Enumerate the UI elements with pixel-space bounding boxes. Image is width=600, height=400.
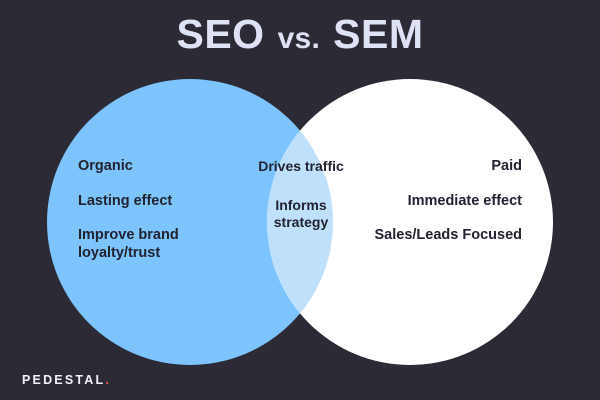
- list-item: Informs strategy: [273, 197, 329, 231]
- venn-overlap-items: Drives traffic Informs strategy: [258, 158, 344, 231]
- title-sem: SEM: [333, 11, 424, 57]
- title-vs: vs.: [277, 22, 321, 55]
- list-item: Paid: [491, 158, 522, 174]
- list-item: Lasting effect: [78, 192, 173, 209]
- logo-accent-dot: .: [105, 372, 110, 387]
- brand-logo: PEDESTAL.: [22, 372, 109, 388]
- list-item: Drives traffic: [258, 158, 344, 174]
- list-item: Immediate effect: [407, 192, 522, 209]
- venn-right-items: Paid Immediate effect Sales/Leads Focuse…: [352, 158, 522, 245]
- page-title: SEO vs. SEM: [0, 14, 600, 55]
- venn-left-items: Organic Lasting effect Improve brand loy…: [78, 158, 248, 263]
- venn-circle-left: [47, 79, 333, 365]
- logo-wordmark: PEDESTAL: [22, 373, 106, 387]
- list-item: Organic: [78, 158, 133, 174]
- title-seo: SEO: [176, 11, 265, 57]
- list-item: Sales/Leads Focused: [374, 227, 522, 244]
- list-item: Improve brand loyalty/trust: [78, 227, 179, 262]
- venn-circle-right: [267, 79, 553, 365]
